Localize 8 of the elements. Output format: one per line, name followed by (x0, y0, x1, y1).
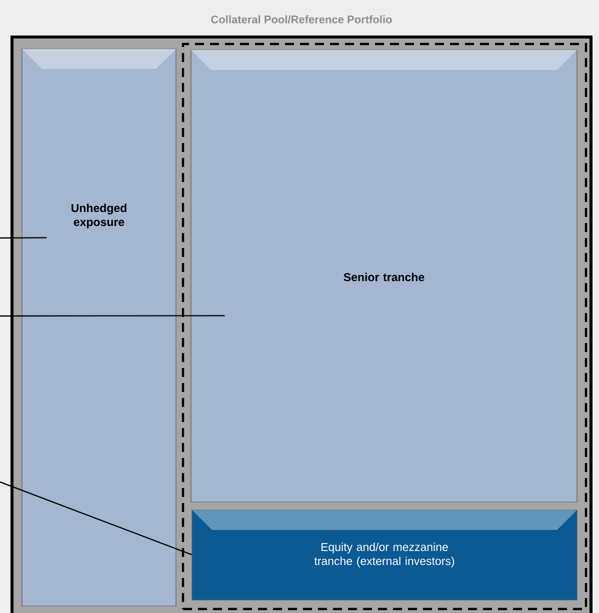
leader-line (0, 237, 47, 239)
tranche-box: Senior tranche (190, 50, 578, 502)
node-label: Collateral Pool/Reference Portfolio (211, 15, 392, 24)
leader-line (0, 481, 192, 556)
leader-line (0, 315, 225, 317)
dashed-box (182, 42, 588, 610)
exposure-box: Unhedged exposure (22, 48, 176, 606)
tranche-box: Equity and/or mezzanine tranche (external investors) (192, 510, 578, 600)
